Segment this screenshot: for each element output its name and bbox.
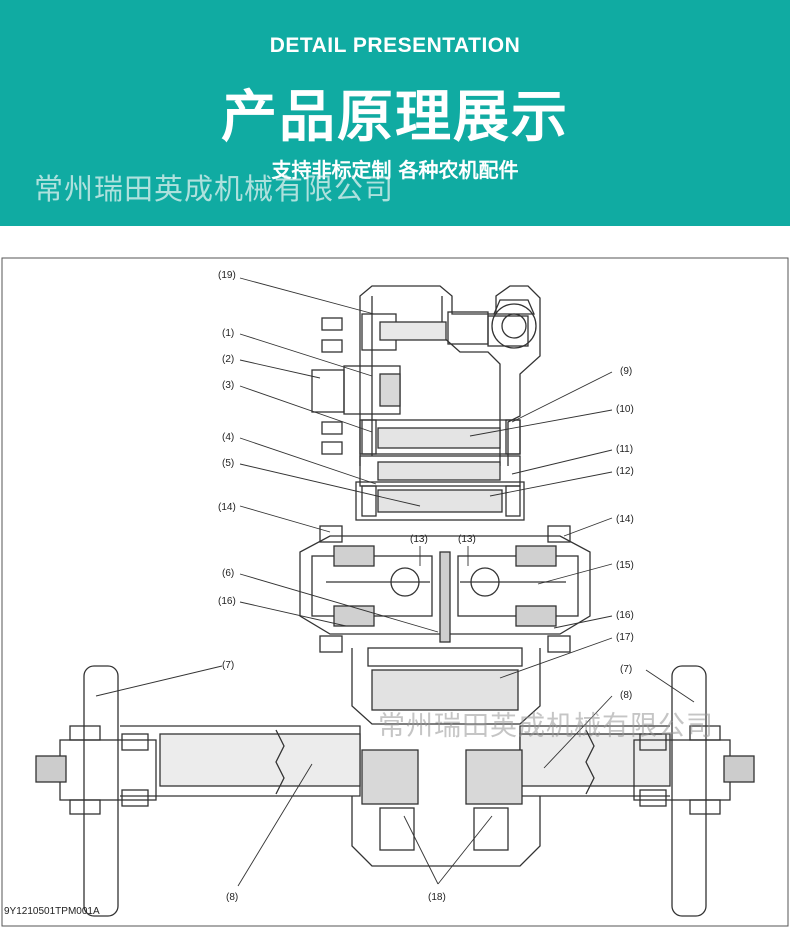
transmission-diagram: (19) (1) (2) (3) (4) (5) (14) (6) (16) (… xyxy=(0,256,790,928)
callout-14-left: (14) xyxy=(218,502,236,513)
callout-14-right: (14) xyxy=(616,514,634,525)
callout-16-right: (16) xyxy=(616,610,634,621)
callout-2: (2) xyxy=(222,354,234,365)
callout-19: (19) xyxy=(218,270,236,281)
banner-slogan: 支持非标定制 各种农机配件 xyxy=(271,158,519,182)
callout-3: (3) xyxy=(222,380,234,391)
callout-8-left: (8) xyxy=(226,892,238,903)
header-banner: DETAIL PRESENTATION 产品原理展示 支持非标定制 各种农机配件… xyxy=(0,0,790,226)
callout-6: (6) xyxy=(222,568,234,579)
transmission-drawing: (19) (1) (2) (3) (4) (5) (14) (6) (16) (… xyxy=(1,257,789,927)
callout-1: (1) xyxy=(222,328,234,339)
banner-watermark: 常州瑞田英成机械有限公司 xyxy=(34,172,395,206)
callout-7-right: (7) xyxy=(620,664,632,675)
banner-subtitle: DETAIL PRESENTATION xyxy=(269,34,521,57)
callout-4: (4) xyxy=(222,432,234,443)
callout-17: (17) xyxy=(616,632,634,643)
callout-18: (18) xyxy=(428,892,446,903)
callout-13-right: (13) xyxy=(458,534,476,545)
banner-title: 产品原理展示 xyxy=(221,85,569,150)
callout-10: (10) xyxy=(616,404,634,415)
drawing-code: 9Y1210501TPM001A xyxy=(4,906,100,917)
callout-16-left: (16) xyxy=(218,596,236,607)
diagram-watermark: 常州瑞田英成机械有限公司 xyxy=(378,711,714,742)
callout-11: (11) xyxy=(616,444,633,455)
callout-13-left: (13) xyxy=(410,534,428,545)
callout-7-left: (7) xyxy=(222,660,234,671)
callout-9: (9) xyxy=(620,366,632,377)
callout-12: (12) xyxy=(616,466,634,477)
callout-15: (15) xyxy=(616,560,634,571)
callout-8-right: (8) xyxy=(620,690,632,701)
callout-5: (5) xyxy=(222,458,234,469)
